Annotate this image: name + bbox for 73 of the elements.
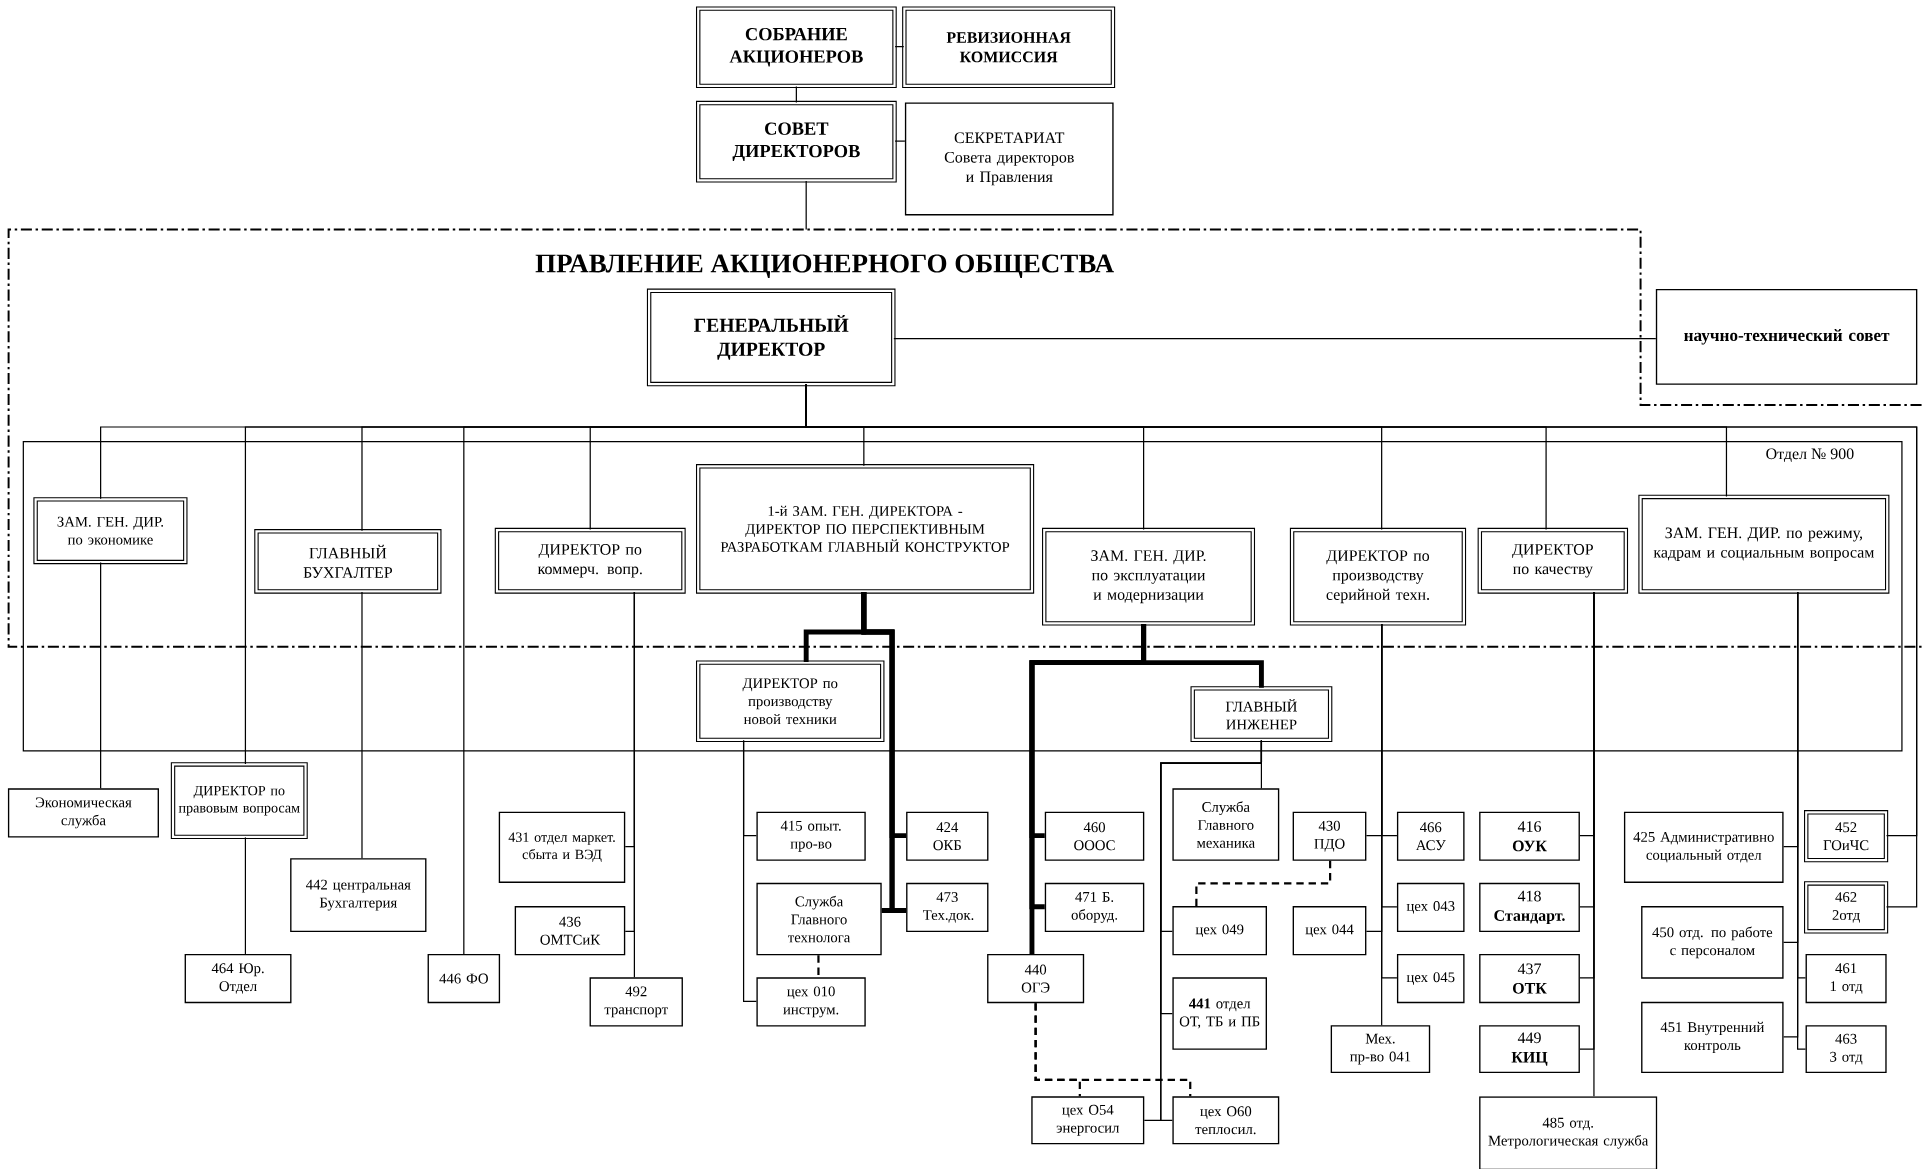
- unit-box: 441 отдел ОТ, ТБ и ПБ: [1172, 977, 1267, 1050]
- unit-box: 424 ОКБ: [906, 811, 989, 861]
- unit-box: цех О54 энергосил: [1031, 1096, 1145, 1145]
- unit-box: Служба Главного технолога: [756, 882, 882, 956]
- unit-box: 1-й ЗАМ. ГЕН. ДИРЕКТОРА - ДИРЕКТОР ПО ПЕРСПЕКТИВНЫМ РАЗРАБОТКАМ ГЛАВНЫЙ КОНСТРУКТОР: [696, 463, 1035, 594]
- unit-box: научно-технический совет: [1655, 288, 1918, 385]
- unit-box: 449 КИЦ: [1479, 1024, 1580, 1073]
- connector: [244, 836, 247, 955]
- connector: [1034, 1003, 1192, 1097]
- unit-box: 451 Внутренний контроль: [1641, 1001, 1784, 1073]
- unit-box: ГЛАВНЫЙ БУХГАЛТЕР: [254, 528, 442, 594]
- unit-box: 415 опыт. про-во: [756, 811, 866, 861]
- unit-box: ДИРЕКТОР по коммерч. вопр.: [494, 527, 686, 594]
- unit-box: ДИРЕКТОР по производству новой техники: [696, 660, 885, 742]
- unit-box: ЗАМ. ГЕН. ДИР. по экономике: [33, 497, 188, 564]
- connector: [743, 739, 758, 1002]
- unit-box: ДИРЕКТОР по качеству: [1477, 527, 1629, 594]
- unit-box: цех 043: [1396, 882, 1465, 932]
- unit-box: СОБРАНИЕ АКЦИОНЕРОВ: [696, 6, 897, 88]
- unit-box: 431 отдел маркет. сбыта и ВЭД: [498, 811, 626, 883]
- unit-box: 450 отд. по работе с персоналом: [1641, 905, 1784, 979]
- unit-box: 473 Тех.док.: [906, 882, 989, 932]
- unit-box: СОВЕТ ДИРЕКТОРОВ: [696, 100, 897, 183]
- connector: [805, 180, 807, 230]
- unit-box: ЗАМ. ГЕН. ДИР. по эксплуатации и модернизации: [1042, 527, 1256, 626]
- connector: [1381, 623, 1383, 1026]
- connector: [633, 591, 635, 978]
- unit-box: 461 1 отд: [1805, 953, 1887, 1003]
- unit-box: цех О60 теплосил.: [1172, 1096, 1280, 1145]
- unit-box: ГЕНЕРАЛЬНЫЙ ДИРЕКТОР: [646, 288, 896, 387]
- unit-box: Служба Главного механика: [1172, 788, 1280, 861]
- unit-box: 463 3 отд: [1805, 1024, 1887, 1073]
- unit-box: 462 2отд: [1804, 881, 1889, 934]
- unit-box: Экономическая служба: [7, 788, 159, 838]
- unit-box: цех 049: [1172, 905, 1267, 956]
- unit-box: 485 отд. Метрологическая служба: [1479, 1096, 1658, 1169]
- connector: [795, 85, 797, 103]
- unit-box: 440 ОГЭ: [987, 953, 1085, 1003]
- connector: [1797, 591, 1807, 1050]
- unit-box: ГЛАВНЫЙ ИНЖЕНЕР: [1190, 686, 1333, 742]
- unit-box: ДИРЕКТОР по производству серийной техн.: [1289, 527, 1467, 626]
- connector: [1593, 591, 1595, 1097]
- connector: [894, 140, 906, 142]
- unit-box: цех 044: [1292, 905, 1367, 956]
- unit-box: СЕКРЕТАРИАТ Совета директоров и Правления: [904, 102, 1114, 216]
- unit-box: ЗАМ. ГЕН. ДИР. по режиму, кадрам и социальным вопросам: [1638, 494, 1890, 594]
- connector: [361, 591, 363, 859]
- unit-box: цех 045: [1396, 953, 1465, 1003]
- connector: [861, 591, 895, 913]
- unit-box: 436 ОМТСиК: [514, 905, 626, 956]
- unit-box: 416 ОУК: [1479, 811, 1580, 861]
- unit-box: ДИРЕКТОР по правовым вопросам: [170, 762, 308, 839]
- unit-box: 464 Юр. Отдел: [184, 953, 292, 1003]
- board-heading: ПРАВЛЕНИЕ АКЦИОНЕРНОГО ОБЩЕСТВА: [535, 254, 1114, 278]
- unit-box: 492 транспорт: [589, 977, 683, 1027]
- unit-box: 425 Административно социальный отдел: [1623, 811, 1784, 883]
- unit-box: 430 ПДО: [1292, 811, 1367, 861]
- unit-box: РЕВИЗИОННАЯ КОМИССИЯ: [902, 6, 1116, 88]
- connector: [1195, 860, 1332, 906]
- connector: [100, 561, 102, 789]
- unit-box: 446 ФО: [427, 953, 501, 1003]
- unit-box: цех 010 инструм.: [756, 977, 866, 1027]
- connector: [893, 337, 1657, 340]
- unit-box: 471 Б. оборуд.: [1044, 882, 1145, 932]
- unit-box: 466 АСУ: [1396, 811, 1465, 861]
- unit-box: 460 ОООС: [1044, 811, 1145, 861]
- connector: [894, 45, 905, 48]
- unit-box: 418 Стандарт.: [1479, 882, 1580, 932]
- unit-box: 442 центральная Бухгалтерия: [290, 858, 427, 932]
- unit-box: Мех. пр-во 041: [1330, 1024, 1431, 1073]
- connector: [817, 955, 820, 978]
- unit-box: 437 ОТК: [1479, 953, 1580, 1003]
- unit-box: 452 ГОиЧС: [1804, 809, 1889, 863]
